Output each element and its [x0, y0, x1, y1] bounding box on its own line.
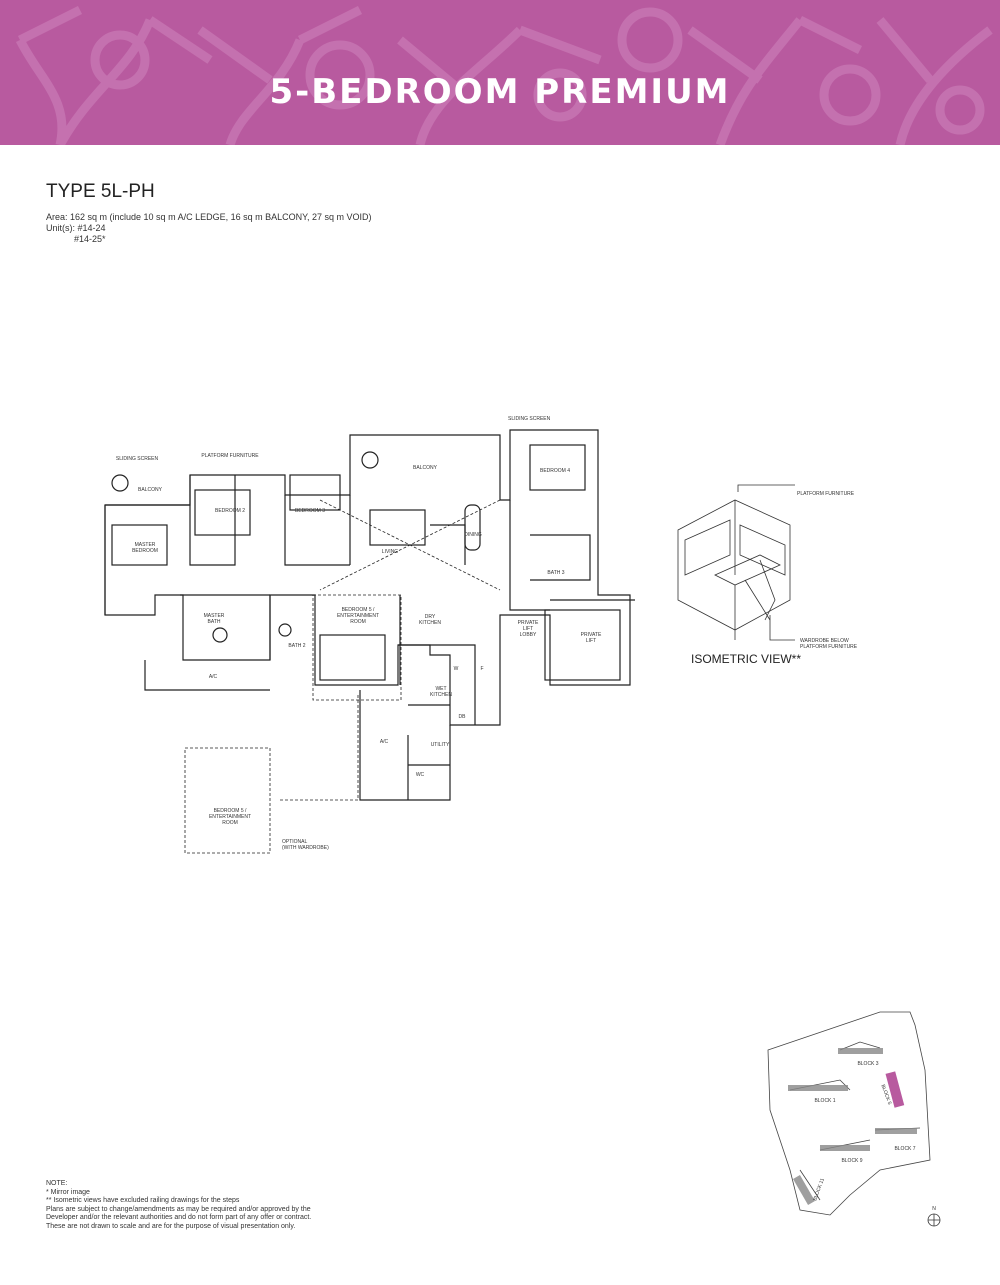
- site-plan: BLOCK 3 BLOCK 1 BLOCK 5 BLOCK 9 BLOCK 7 …: [767, 1011, 941, 1227]
- site-label-block1: BLOCK 1: [814, 1098, 835, 1104]
- site-label-block7: BLOCK 7: [894, 1146, 915, 1152]
- label-sliding-screen-top: SLIDING SCREEN: [508, 416, 551, 422]
- site-highlight-block5: [885, 1071, 905, 1108]
- label-dining: DINING: [464, 532, 482, 538]
- label-optional-note: OPTIONAL(WITH WARDROBE): [282, 839, 329, 851]
- unit-type-title: TYPE 5L-PH: [46, 181, 155, 202]
- label-bath2: BATH 2: [288, 643, 305, 649]
- notes-heading: NOTE:: [46, 1180, 68, 1187]
- floor-plan: SLIDING SCREEN PLATFORM FURNITURE SLIDIN…: [104, 416, 635, 854]
- unit-area: Area: 162 sq m (include 10 sq m A/C LEDG…: [46, 212, 372, 222]
- header-banner: 5-BEDROOM PREMIUM: [0, 0, 1000, 145]
- label-bedroom4: BEDROOM 4: [540, 468, 570, 474]
- label-utility: UTILITY: [431, 742, 450, 748]
- site-label-block9: BLOCK 9: [841, 1158, 862, 1164]
- unit-numbers: Unit(s): #14-24: [46, 223, 106, 233]
- page-title: 5-BEDROOM PREMIUM: [269, 72, 731, 112]
- site-label-block3: BLOCK 3: [857, 1061, 878, 1067]
- label-db: DB: [459, 714, 467, 720]
- note-line-1: * Mirror image: [46, 1188, 90, 1196]
- label-sliding-screen-left: SLIDING SCREEN: [116, 456, 159, 462]
- note-line-5: These are not drawn to scale and are for…: [46, 1222, 296, 1230]
- label-wc: WC: [416, 772, 425, 778]
- label-living: LIVING: [382, 549, 399, 555]
- north-arrow-icon: N: [927, 1206, 941, 1227]
- label-ac-bottom: A/C: [380, 739, 389, 745]
- label-balcony-left: BALCONY: [138, 487, 163, 493]
- label-ac-left: A/C: [209, 674, 218, 680]
- footnotes: NOTE: * Mirror image ** Isometric views …: [46, 1180, 346, 1231]
- label-washer: W: [454, 666, 459, 672]
- iso-label-platform-furniture: PLATFORM FURNITURE: [797, 491, 855, 497]
- label-balcony-main: BALCONY: [413, 465, 438, 471]
- north-label: N: [932, 1206, 936, 1212]
- note-line-4: Developer and/or the relevant authoritie…: [46, 1214, 312, 1221]
- site-label-block11: BLOCK 11: [812, 1177, 826, 1201]
- label-bedroom2: BEDROOM 2: [215, 508, 245, 514]
- unit-numbers-mirror: #14-25*: [74, 234, 106, 244]
- note-line-3: Plans are subject to change/amendments a…: [46, 1205, 311, 1213]
- label-bath3: BATH 3: [547, 570, 564, 576]
- note-line-2: ** Isometric views have excluded railing…: [46, 1197, 240, 1204]
- label-fridge: F: [480, 666, 483, 672]
- unit-meta: Area: 162 sq m (include 10 sq m A/C LEDG…: [46, 212, 371, 245]
- label-platform-furniture: PLATFORM FURNITURE: [201, 453, 259, 459]
- tree-pattern-decoration: [15, 5, 993, 145]
- label-bedroom3: BEDROOM 3: [295, 508, 325, 514]
- isometric-view-title: ISOMETRIC VIEW**: [691, 652, 802, 666]
